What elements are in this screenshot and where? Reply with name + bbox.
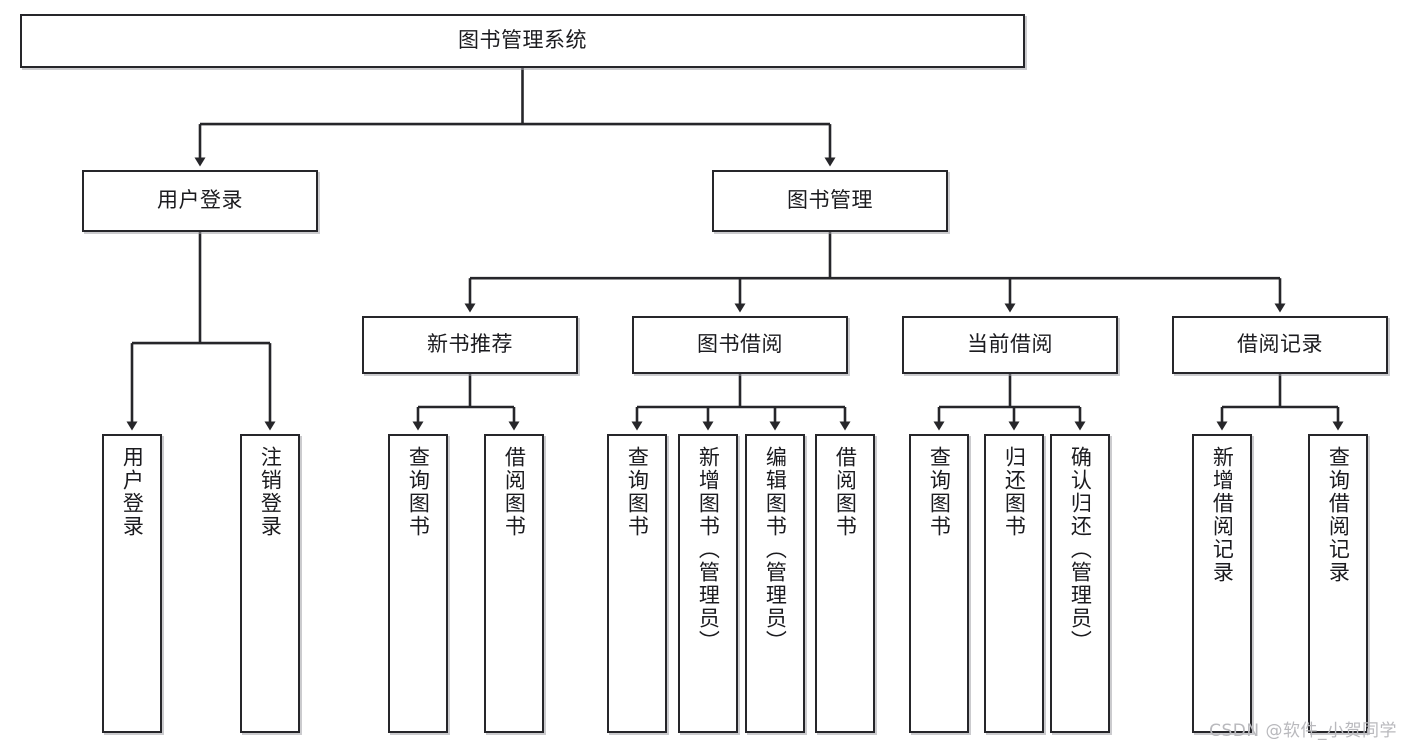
- node-label: 图书管理: [787, 188, 873, 213]
- node-leaf-edit-book[interactable]: 编辑图书（管理员）: [745, 434, 805, 733]
- node-label: 新书推荐: [427, 332, 513, 357]
- node-label: 用户登录: [157, 188, 243, 213]
- node-leaf-confirm-return[interactable]: 确认归还（管理员）: [1050, 434, 1110, 733]
- node-label: 注销登录: [258, 446, 283, 538]
- watermark-text: CSDN @软件_小贺同学: [1209, 721, 1397, 741]
- node-label: 新增借阅记录: [1210, 446, 1235, 584]
- node-leaf-add-record[interactable]: 新增借阅记录: [1192, 434, 1252, 733]
- node-label: 归还图书: [1002, 446, 1027, 538]
- node-label: 图书借阅: [697, 332, 783, 357]
- node-borrow-record[interactable]: 借阅记录: [1172, 316, 1388, 374]
- node-label: 图书管理系统: [458, 28, 587, 53]
- node-leaf-query-book-3[interactable]: 查询图书: [909, 434, 969, 733]
- node-leaf-logout[interactable]: 注销登录: [240, 434, 300, 733]
- node-label: 借阅图书: [502, 446, 527, 538]
- node-root[interactable]: 图书管理系统: [20, 14, 1025, 68]
- node-label: 查询借阅记录: [1326, 446, 1351, 584]
- node-label: 确认归还（管理员）: [1068, 446, 1093, 653]
- node-label: 用户登录: [120, 446, 145, 538]
- node-label: 查询图书: [406, 446, 431, 538]
- node-leaf-return-book[interactable]: 归还图书: [984, 434, 1044, 733]
- node-leaf-borrow-book-2[interactable]: 借阅图书: [815, 434, 875, 733]
- node-leaf-query-record[interactable]: 查询借阅记录: [1308, 434, 1368, 733]
- node-label: 查询图书: [927, 446, 952, 538]
- node-current-borrow[interactable]: 当前借阅: [902, 316, 1118, 374]
- node-leaf-borrow-book-1[interactable]: 借阅图书: [484, 434, 544, 733]
- node-label: 借阅记录: [1237, 332, 1323, 357]
- node-leaf-add-book[interactable]: 新增图书（管理员）: [678, 434, 738, 733]
- node-book-manage[interactable]: 图书管理: [712, 170, 948, 232]
- node-user-login[interactable]: 用户登录: [82, 170, 318, 232]
- node-leaf-user-login[interactable]: 用户登录: [102, 434, 162, 733]
- node-new-book-rec[interactable]: 新书推荐: [362, 316, 578, 374]
- node-label: 查询图书: [625, 446, 650, 538]
- node-leaf-query-book-2[interactable]: 查询图书: [607, 434, 667, 733]
- node-label: 当前借阅: [967, 332, 1053, 357]
- node-label: 新增图书（管理员）: [696, 446, 721, 653]
- node-book-borrow[interactable]: 图书借阅: [632, 316, 848, 374]
- node-leaf-query-book-1[interactable]: 查询图书: [388, 434, 448, 733]
- node-label: 编辑图书（管理员）: [763, 446, 788, 653]
- node-label: 借阅图书: [833, 446, 858, 538]
